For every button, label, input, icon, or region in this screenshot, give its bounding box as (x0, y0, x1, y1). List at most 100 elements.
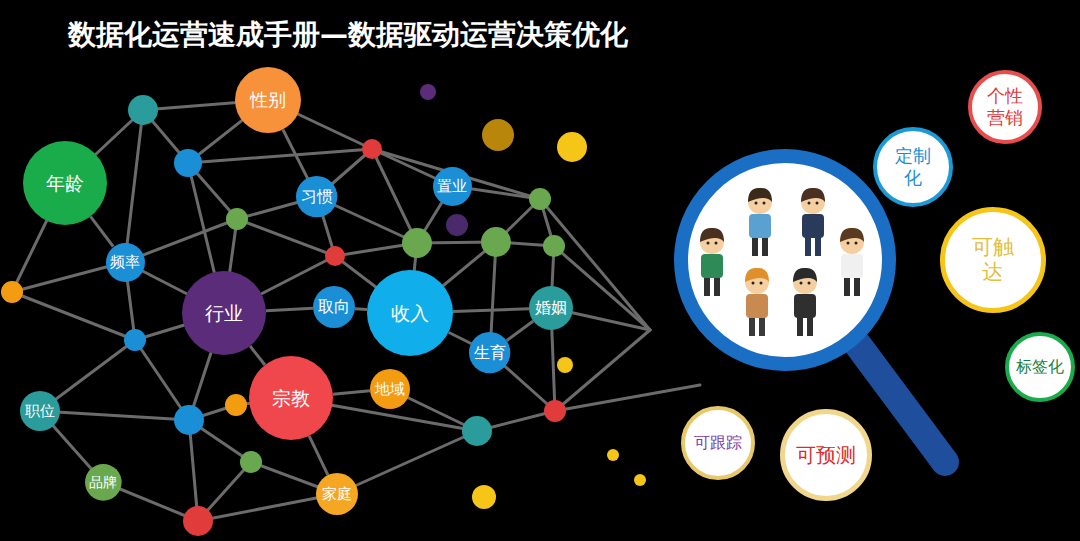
text-holder: 定制 化 (892, 145, 933, 188)
circle-fill (182, 271, 266, 355)
node-label: 职位 (25, 402, 55, 420)
network-dot (557, 357, 573, 373)
circle-fill (316, 473, 358, 515)
connector-line (266, 308, 313, 311)
network-dot (128, 95, 158, 125)
circle-fill (249, 356, 333, 440)
text-holder: 品牌 (89, 474, 117, 491)
network-dot (174, 405, 204, 435)
label-circle: 习惯 (296, 176, 337, 217)
node-label: 可跟踪 (694, 433, 742, 452)
network-line (237, 219, 335, 256)
person-figure (801, 188, 825, 256)
network-dot (462, 416, 492, 446)
node-label: 取向 (318, 297, 350, 316)
label-circle: 品牌 (85, 464, 122, 501)
label-circle: 可预测 (780, 409, 872, 501)
node-label: 品牌 (89, 474, 117, 491)
connector-line (333, 391, 370, 394)
title: 数据化运营速成手册—数据驱动运营决策优化 (68, 16, 628, 54)
connector-line (355, 307, 367, 311)
text-holder: 取向 (318, 297, 350, 316)
text-holder: 收入 (391, 302, 429, 325)
node-label: 可触 达 (969, 235, 1017, 285)
network-dot (482, 119, 514, 151)
circle-fill (296, 176, 337, 217)
person-figure (745, 268, 769, 336)
label-circle: 性别 (235, 67, 301, 133)
network-line (372, 149, 417, 243)
network-dot (226, 208, 248, 230)
label-circle: 可触 达 (940, 207, 1046, 313)
node-label: 性别 (250, 89, 286, 111)
text-holder: 置业 (437, 177, 467, 195)
node-label: 置业 (437, 177, 467, 195)
network-dot (240, 451, 262, 473)
text-holder: 频率 (110, 253, 140, 271)
circle-fill (943, 210, 1044, 311)
circle-fill (1007, 334, 1073, 400)
text-holder: 可跟踪 (694, 433, 742, 452)
label-circle: 取向 (313, 286, 355, 328)
network-dot (174, 149, 202, 177)
connector-line (250, 346, 265, 365)
circle-fill (683, 408, 753, 478)
circle-fill (783, 412, 870, 499)
network-dot (183, 506, 213, 536)
text-holder: 个性 营销 (984, 85, 1025, 128)
label-circle: 宗教 (249, 356, 333, 440)
label-circle: 收入 (367, 270, 453, 356)
network-dot (543, 235, 565, 257)
connector-line (448, 332, 471, 344)
node-label: 标签化 (1016, 357, 1064, 376)
label-circle: 个性 营销 (968, 70, 1042, 144)
text-holder: 可触 达 (969, 235, 1017, 285)
label-circle: 婚姻 (529, 286, 573, 330)
label-circle: 置业 (433, 167, 472, 206)
label-circle: 职位 (20, 391, 60, 431)
network-line (555, 385, 700, 411)
node-label: 宗教 (272, 387, 310, 410)
node-label: 年龄 (46, 172, 84, 195)
network-line (198, 494, 337, 521)
network-line (125, 110, 143, 262)
node-label: 生育 (474, 343, 506, 362)
circle-fill (85, 464, 122, 501)
text-holder: 婚姻 (535, 298, 567, 317)
circle-fill (20, 391, 60, 431)
network-line (189, 420, 198, 521)
network-line (188, 149, 372, 163)
text-holder: 家庭 (322, 485, 352, 503)
network-dot (557, 132, 587, 162)
network-dot (402, 228, 432, 258)
network-line (40, 411, 189, 420)
network-line (337, 431, 477, 494)
text-holder: 职位 (25, 402, 55, 420)
network-dot (529, 188, 551, 210)
network-dot (1, 281, 23, 303)
network-dot (325, 246, 345, 266)
connector-line (309, 436, 328, 475)
node-label: 家庭 (322, 485, 352, 503)
magnifier-handle (858, 345, 945, 462)
text-holder: 宗教 (272, 387, 310, 410)
network-dot (362, 139, 382, 159)
text-holder: 生育 (474, 343, 506, 362)
label-circle: 可跟踪 (681, 406, 755, 480)
network-dot (420, 84, 436, 100)
network-line (12, 292, 135, 340)
circle-fill (970, 72, 1040, 142)
person-figure (840, 228, 864, 296)
label-circle: 家庭 (316, 473, 358, 515)
label-circle: 标签化 (1005, 332, 1075, 402)
label-circle: 定制 化 (873, 127, 953, 207)
circle-fill (433, 167, 472, 206)
magnifier-lens (681, 156, 889, 364)
circle-fill (23, 141, 107, 225)
network-dot (124, 329, 146, 351)
network-dot (607, 449, 619, 461)
node-label: 个性 营销 (984, 85, 1025, 128)
